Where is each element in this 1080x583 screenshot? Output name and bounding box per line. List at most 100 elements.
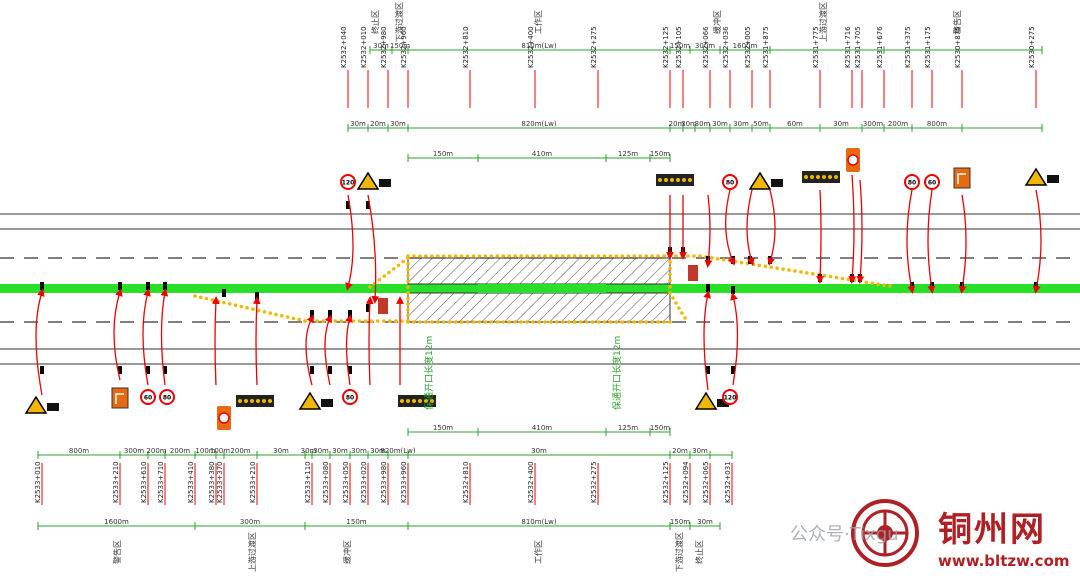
dimension-label: 410m [532, 424, 552, 432]
cone [656, 320, 660, 324]
sign-arrow [365, 296, 374, 386]
post-marker [146, 366, 150, 374]
cone [519, 254, 523, 258]
stake-label: K2532+105 [675, 26, 683, 68]
zone-label: 工作区 [533, 10, 543, 34]
cone [394, 319, 398, 323]
cone [644, 320, 648, 324]
stake-label: K2532+125 [662, 461, 670, 503]
stake-label: K2533+610 [140, 461, 148, 503]
cone [677, 306, 681, 310]
speed-limit-sign-icon: 80 [722, 174, 738, 190]
cone [793, 269, 797, 273]
post-marker [118, 282, 122, 290]
dimension-label: 100m [210, 447, 230, 455]
svg-text:80: 80 [163, 395, 171, 402]
zone-label: 工作区 [533, 540, 543, 564]
cone [216, 299, 220, 304]
dimension-label: 150m [670, 42, 690, 50]
cone [787, 268, 791, 272]
stake-label: K2533+210 [249, 461, 257, 503]
dimension-label: 300m [124, 447, 144, 455]
sign-arrow [730, 292, 739, 386]
cone [632, 254, 637, 258]
stake-label: K2531+375 [904, 26, 912, 68]
cone [382, 274, 387, 278]
dimension-label: 60m [787, 120, 803, 128]
cone [686, 254, 690, 258]
cone [406, 285, 410, 289]
post-marker [163, 282, 167, 290]
dimension-label: 20m [669, 120, 685, 128]
cone [626, 320, 631, 324]
stake-label: K2533+050 [342, 461, 350, 503]
post-marker [40, 366, 44, 374]
dimension-label: 20m [370, 120, 386, 128]
warning-sign-icon [694, 391, 729, 410]
cone [834, 275, 839, 280]
stake-label: K2532+036 [722, 26, 730, 68]
cone [716, 257, 720, 261]
cone [671, 296, 675, 300]
cone [549, 254, 553, 258]
warning-sign-icon [356, 171, 391, 190]
cone [368, 285, 372, 289]
bottom-zone-labels: 警告区上游过渡区缓冲区工作区下游过渡区终止区 [112, 532, 704, 572]
cone [430, 254, 434, 258]
cone [406, 320, 410, 324]
cone [668, 266, 672, 271]
dimension-label: 810m(Lw) [521, 42, 557, 50]
cone [377, 277, 382, 282]
cone [811, 272, 815, 276]
cone [739, 260, 744, 265]
sign-arrow [252, 296, 261, 386]
dimension-label: 30m [692, 447, 708, 455]
sign-arrow [1032, 189, 1042, 294]
stake-label: K2533+710 [157, 461, 165, 503]
cone [668, 291, 672, 295]
cone [406, 302, 410, 307]
cone [388, 319, 392, 323]
cone [251, 307, 255, 311]
cone [447, 254, 452, 258]
cone [578, 254, 583, 258]
cone [668, 278, 672, 283]
dimension-label: 150m [390, 42, 410, 50]
cone [435, 254, 440, 258]
zone-label: 终止区 [370, 10, 380, 34]
cone [291, 316, 296, 321]
sign-arrow [345, 314, 353, 386]
cone [401, 259, 406, 264]
sign-arrow [816, 189, 825, 284]
stake-label: K2532+980 [380, 26, 388, 68]
traffic-control-board-icon [846, 148, 860, 172]
stake-label: K2530+875 [954, 26, 962, 68]
cone [840, 276, 845, 281]
sign-arrow [703, 290, 711, 391]
dimension-label: 125m [618, 424, 638, 432]
stake-label: K2531+716 [844, 26, 852, 68]
dimension-label: 30m [390, 120, 406, 128]
cone [321, 319, 325, 323]
cone [441, 254, 446, 258]
cone [495, 254, 500, 258]
cone [531, 254, 535, 258]
arrow-board-icon [802, 171, 840, 183]
cone [424, 254, 428, 258]
dimension-label: 300m [695, 42, 715, 50]
sign-arrow [848, 174, 857, 284]
stake-label: K2533+110 [304, 461, 312, 503]
stake-label: K2532+810 [462, 26, 470, 68]
cone [572, 320, 577, 324]
warning-sign-icon [748, 171, 783, 190]
stake-label: K2532+031 [724, 461, 732, 503]
cone [210, 298, 215, 302]
cone [453, 254, 458, 258]
dimension-label: 30m [313, 447, 329, 455]
cone [668, 260, 672, 264]
